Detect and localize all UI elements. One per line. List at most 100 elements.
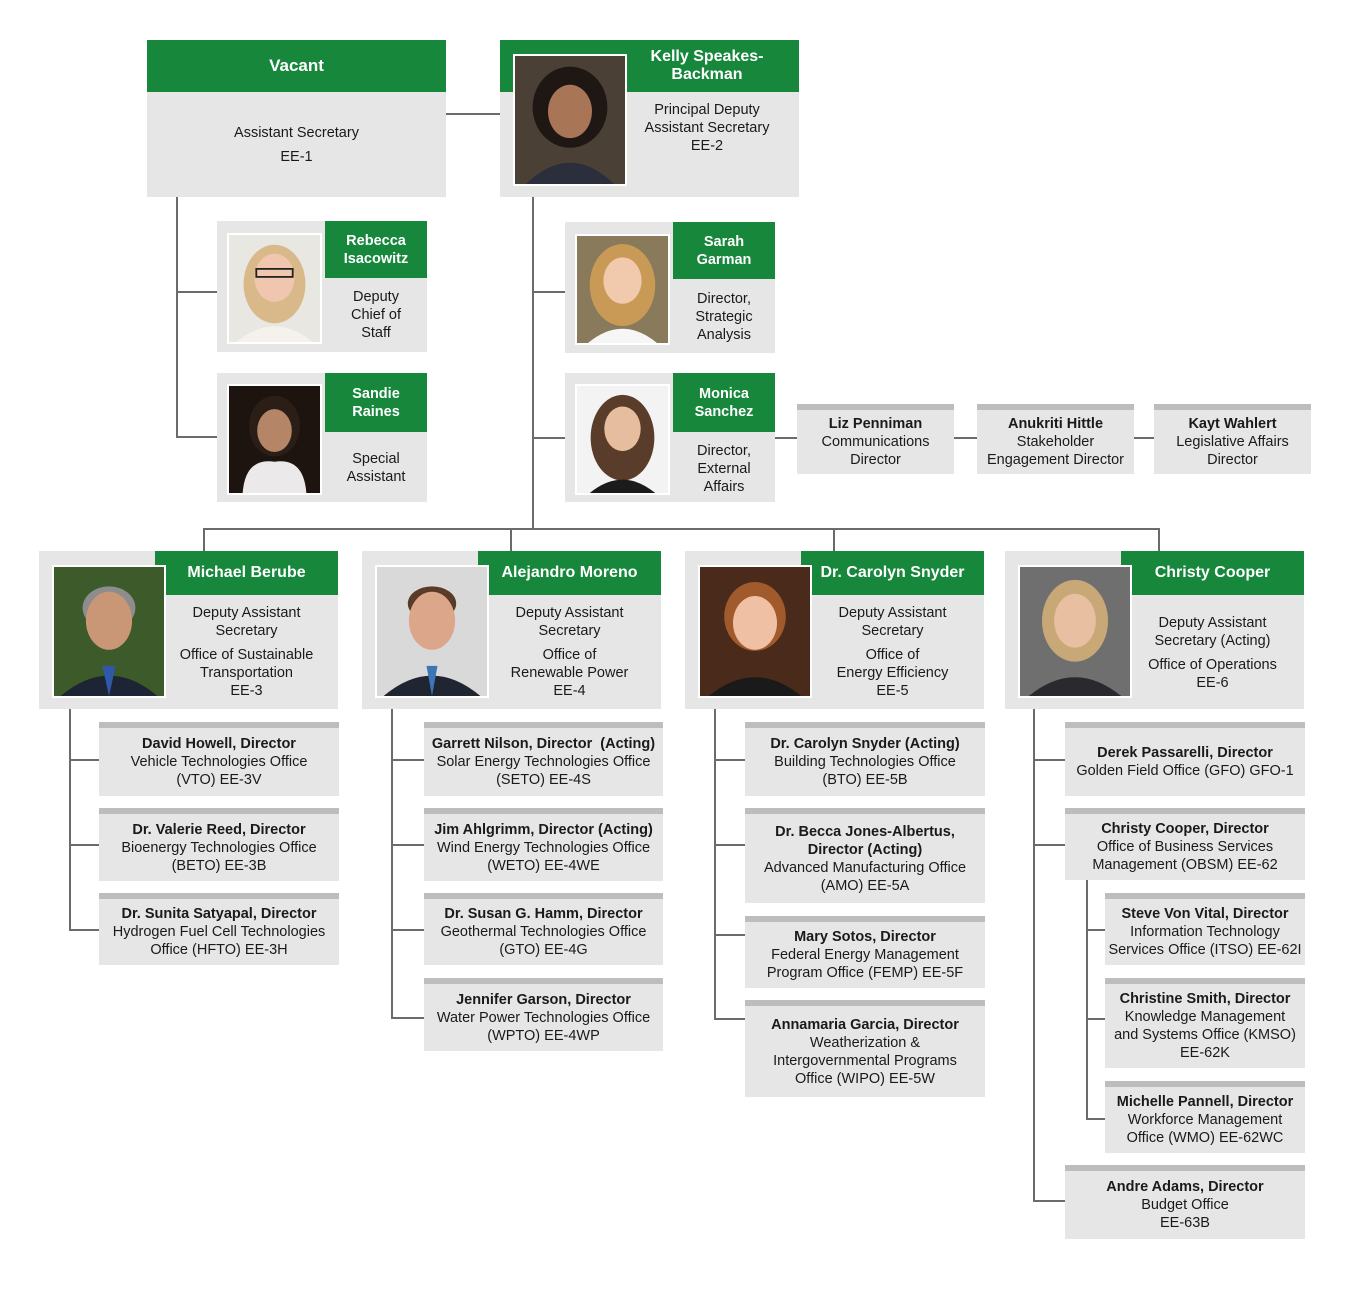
affairs-box-wahlert: Kayt Wahlert Legislative Affairs Directo… (1154, 404, 1311, 474)
office-line: (WPTO) EE-4WP (487, 1027, 600, 1044)
connector-line (1033, 844, 1065, 846)
code-text: EE-2 (690, 138, 724, 154)
connector-line (532, 291, 565, 293)
connector-line (714, 1018, 745, 1020)
name-text: Michael Berube (187, 564, 306, 581)
office-line: Services Office (ITSO) EE-62I (1108, 942, 1302, 958)
staff-title-sanchez: Director, External Affairs (673, 437, 775, 501)
office-line: Wind Energy Technologies Office (436, 839, 651, 856)
code-text: EE-6 (1196, 675, 1229, 691)
title-line: Director, (697, 443, 751, 459)
name-line: Sarah (703, 233, 745, 250)
title-line: Strategic (695, 309, 753, 325)
cooper-photo (1018, 565, 1132, 698)
title-line: Deputy Assistant (1158, 615, 1267, 631)
connector-line (1086, 1018, 1105, 1020)
office-line: Water Power Technologies Office (436, 1009, 651, 1026)
office-line: Office of Sustainable (179, 646, 314, 663)
office-box-femp: Mary Sotos, Director Federal Energy Mana… (745, 916, 985, 988)
name-line: Raines (352, 403, 400, 420)
office-line: EE-62K (1180, 1045, 1230, 1061)
office-line: Office (WIPO) EE-5W (795, 1070, 935, 1087)
office-line: Weatherization & (809, 1034, 921, 1051)
title-line: Deputy Assistant (838, 604, 947, 621)
name-text: Alejandro Moreno (501, 564, 638, 581)
office-line: (SETO) EE-4S (496, 772, 591, 788)
staff-name-garman: Sarah Garman (673, 222, 775, 279)
office-line: Workforce Management (1127, 1112, 1283, 1128)
connector-line (391, 759, 424, 761)
office-box-kmso: Christine Smith, Director Knowledge Mana… (1105, 978, 1305, 1068)
connector-line (391, 1017, 424, 1019)
office-line: (AMO) EE-5A (820, 877, 910, 894)
director-text: Steve Von Vital, Director (1121, 906, 1289, 922)
office-box-beto: Dr. Valerie Reed, Director Bioenergy Tec… (99, 808, 339, 881)
office-box-budget: Andre Adams, Director Budget Office EE-6… (1065, 1165, 1305, 1239)
assistant-secretary-name: Vacant (147, 40, 446, 92)
name-text: Vacant (269, 56, 324, 75)
name-text: Anukriti Hittle (1007, 416, 1104, 432)
office-line: Knowledge Management (1124, 1009, 1286, 1025)
name-line: Backman (671, 66, 743, 83)
office-box-gto: Dr. Susan G. Hamm, Director Geothermal T… (424, 893, 663, 965)
office-line: (VTO) EE-3V (176, 772, 262, 788)
office-box-wmo: Michelle Pannell, Director Workforce Man… (1105, 1081, 1305, 1153)
name-line: Sanchez (694, 403, 754, 420)
office-line: Energy Efficiency (836, 664, 949, 681)
name-line: Isacowitz (343, 250, 409, 267)
name-text: Kayt Wahlert (1188, 416, 1277, 432)
connector-line (391, 929, 424, 931)
director-text: Annamaria Garcia, Director (771, 1016, 959, 1033)
das-name-ee3: Michael Berube (155, 551, 338, 595)
office-line: Golden Field Office (GFO) GFO-1 (1076, 763, 1294, 779)
director-text: Jennifer Garson, Director (456, 991, 631, 1008)
code-text: EE-5 (876, 682, 909, 699)
das-name-ee6: Christy Cooper (1121, 551, 1304, 595)
name-line: Kelly Speakes- (650, 48, 764, 65)
office-line: (GTO) EE-4G (499, 942, 588, 958)
snyder-photo (698, 565, 812, 698)
title-line: Chief of (351, 307, 401, 323)
office-line: Transportation (200, 664, 293, 681)
isacowitz-photo (227, 233, 322, 344)
sanchez-photo (575, 384, 670, 495)
title-line: Affairs (703, 479, 745, 495)
office-box-vto: David Howell, Director Vehicle Technolog… (99, 722, 339, 796)
title-line: Staff (361, 325, 391, 341)
pdas-photo (513, 54, 627, 186)
office-line: and Systems Office (KMSO) (1114, 1027, 1296, 1043)
office-line: Hydrogen Fuel Cell Technologies (112, 924, 326, 940)
office-box-seto: Garrett Nilson, Director (Acting) Solar … (424, 722, 663, 796)
connector-line (69, 844, 99, 846)
title-line: Deputy (353, 289, 399, 305)
director-text: Mary Sotos, Director (794, 929, 936, 945)
title-line: Director (1207, 452, 1258, 468)
connector-line (1033, 759, 1065, 761)
director-text: Andre Adams, Director (1106, 1179, 1264, 1195)
title-line: Secretary (215, 622, 278, 639)
das-title-ee3: Deputy Assistant Secretary Office of Sus… (155, 600, 338, 703)
office-box-amo: Dr. Becca Jones-Albertus, Director (Acti… (745, 808, 985, 903)
office-line: Bioenergy Technologies Office (121, 839, 317, 856)
das-name-ee4: Alejandro Moreno (478, 551, 661, 595)
office-line: (BTO) EE-5B (822, 772, 908, 788)
raines-photo (227, 384, 322, 495)
office-line: Federal Energy Management (771, 947, 959, 963)
office-line: Information Technology (1130, 924, 1280, 940)
connector-line (176, 291, 217, 293)
connector-line (1134, 437, 1154, 439)
connector-line (954, 437, 977, 439)
title-line: Communications (821, 434, 930, 450)
title-line: Principal Deputy (654, 102, 760, 118)
office-line: Office of Business Services (1096, 839, 1274, 855)
title-line: Assistant (346, 468, 406, 485)
office-line: Office of Operations (1148, 657, 1277, 673)
director-text: Dr. Carolyn Snyder (Acting) (770, 736, 960, 752)
office-line: Intergovernmental Programs (773, 1052, 957, 1069)
name-text: Liz Penniman (828, 416, 923, 432)
office-line: Geothermal Technologies Office (440, 924, 647, 940)
office-box-wipo: Annamaria Garcia, Director Weatherizatio… (745, 1000, 985, 1097)
office-box-hfto: Dr. Sunita Satyapal, Director Hydrogen F… (99, 893, 339, 965)
office-line: (BETO) EE-3B (171, 857, 267, 874)
affairs-box-hittle: Anukriti Hittle Stakeholder Engagement D… (977, 404, 1134, 474)
